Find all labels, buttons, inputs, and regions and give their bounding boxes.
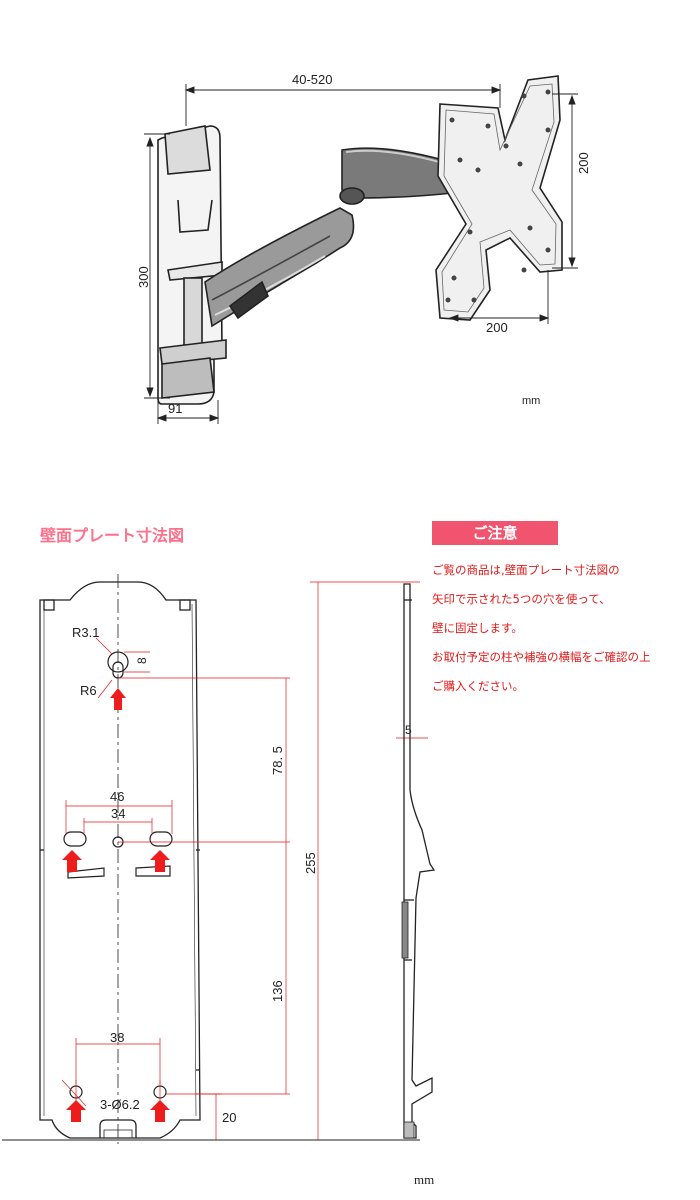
dim-depth-label: 91 [168, 401, 183, 416]
arrow-icon [66, 1100, 86, 1122]
dim-38-label: 38 [110, 1030, 125, 1045]
arrow-icon [62, 850, 82, 872]
dim-20-label: 20 [222, 1110, 237, 1125]
lower-arm [204, 207, 355, 328]
vesa-holes [445, 89, 551, 303]
notice-line: ご購入ください。 [432, 679, 524, 693]
dim-reach-label: 40-520 [292, 72, 333, 87]
dim-height-label: 300 [136, 266, 151, 288]
dim-vesa-width-label: 200 [486, 320, 508, 335]
dim-34-label: 34 [111, 806, 126, 821]
arrow-icon [150, 1100, 170, 1122]
notice-title: ご注意 [472, 524, 518, 542]
unit-label-bottom: mm [414, 1172, 435, 1187]
arrow-icon [150, 850, 170, 872]
dim-255-label: 255 [303, 852, 318, 874]
notice-text: ご覧の商品は,壁面プレート寸法図の 矢印で示された5つの穴を使って、 壁に固定し… [432, 562, 651, 707]
dim-136-label: 136 [270, 980, 285, 1002]
dim-46-label: 46 [110, 789, 125, 804]
dim-vesa-height-label: 200 [576, 152, 591, 174]
vesa-plate [435, 75, 563, 321]
radius-r6-label: R6 [80, 683, 97, 698]
side-profile [401, 583, 436, 1139]
front-plate-outline [39, 581, 201, 1139]
dim-785-label: 78. 5 [270, 746, 285, 775]
notice-line: 矢印で示された5つの穴を使って、 [432, 592, 611, 606]
notice-line: ご覧の商品は,壁面プレート寸法図の [432, 563, 620, 577]
plate-section-title: 壁面プレート寸法図 [40, 526, 185, 545]
top-dimension-lines [144, 84, 578, 424]
unit-label-top: mm [522, 395, 541, 407]
notice-header: ご注意 [432, 521, 558, 545]
plate-drawing [2, 574, 436, 1144]
dim-5-label: 5 [405, 723, 412, 737]
radius-r31-label: R3.1 [72, 625, 100, 640]
plate-dimension-lines [61, 581, 428, 1140]
holes-label: 3-Ø6.2 [100, 1097, 140, 1112]
wall-plate-outline [157, 125, 227, 405]
notice-line: お取付予定の柱や補強の横幅をご確認の上 [432, 650, 651, 664]
notice-line: 壁に固定します。 [432, 621, 523, 635]
arrow-icon [110, 688, 126, 710]
dim-8-label: 8 [135, 657, 149, 664]
mount-arrows [62, 688, 170, 1122]
product-drawing [144, 75, 578, 424]
